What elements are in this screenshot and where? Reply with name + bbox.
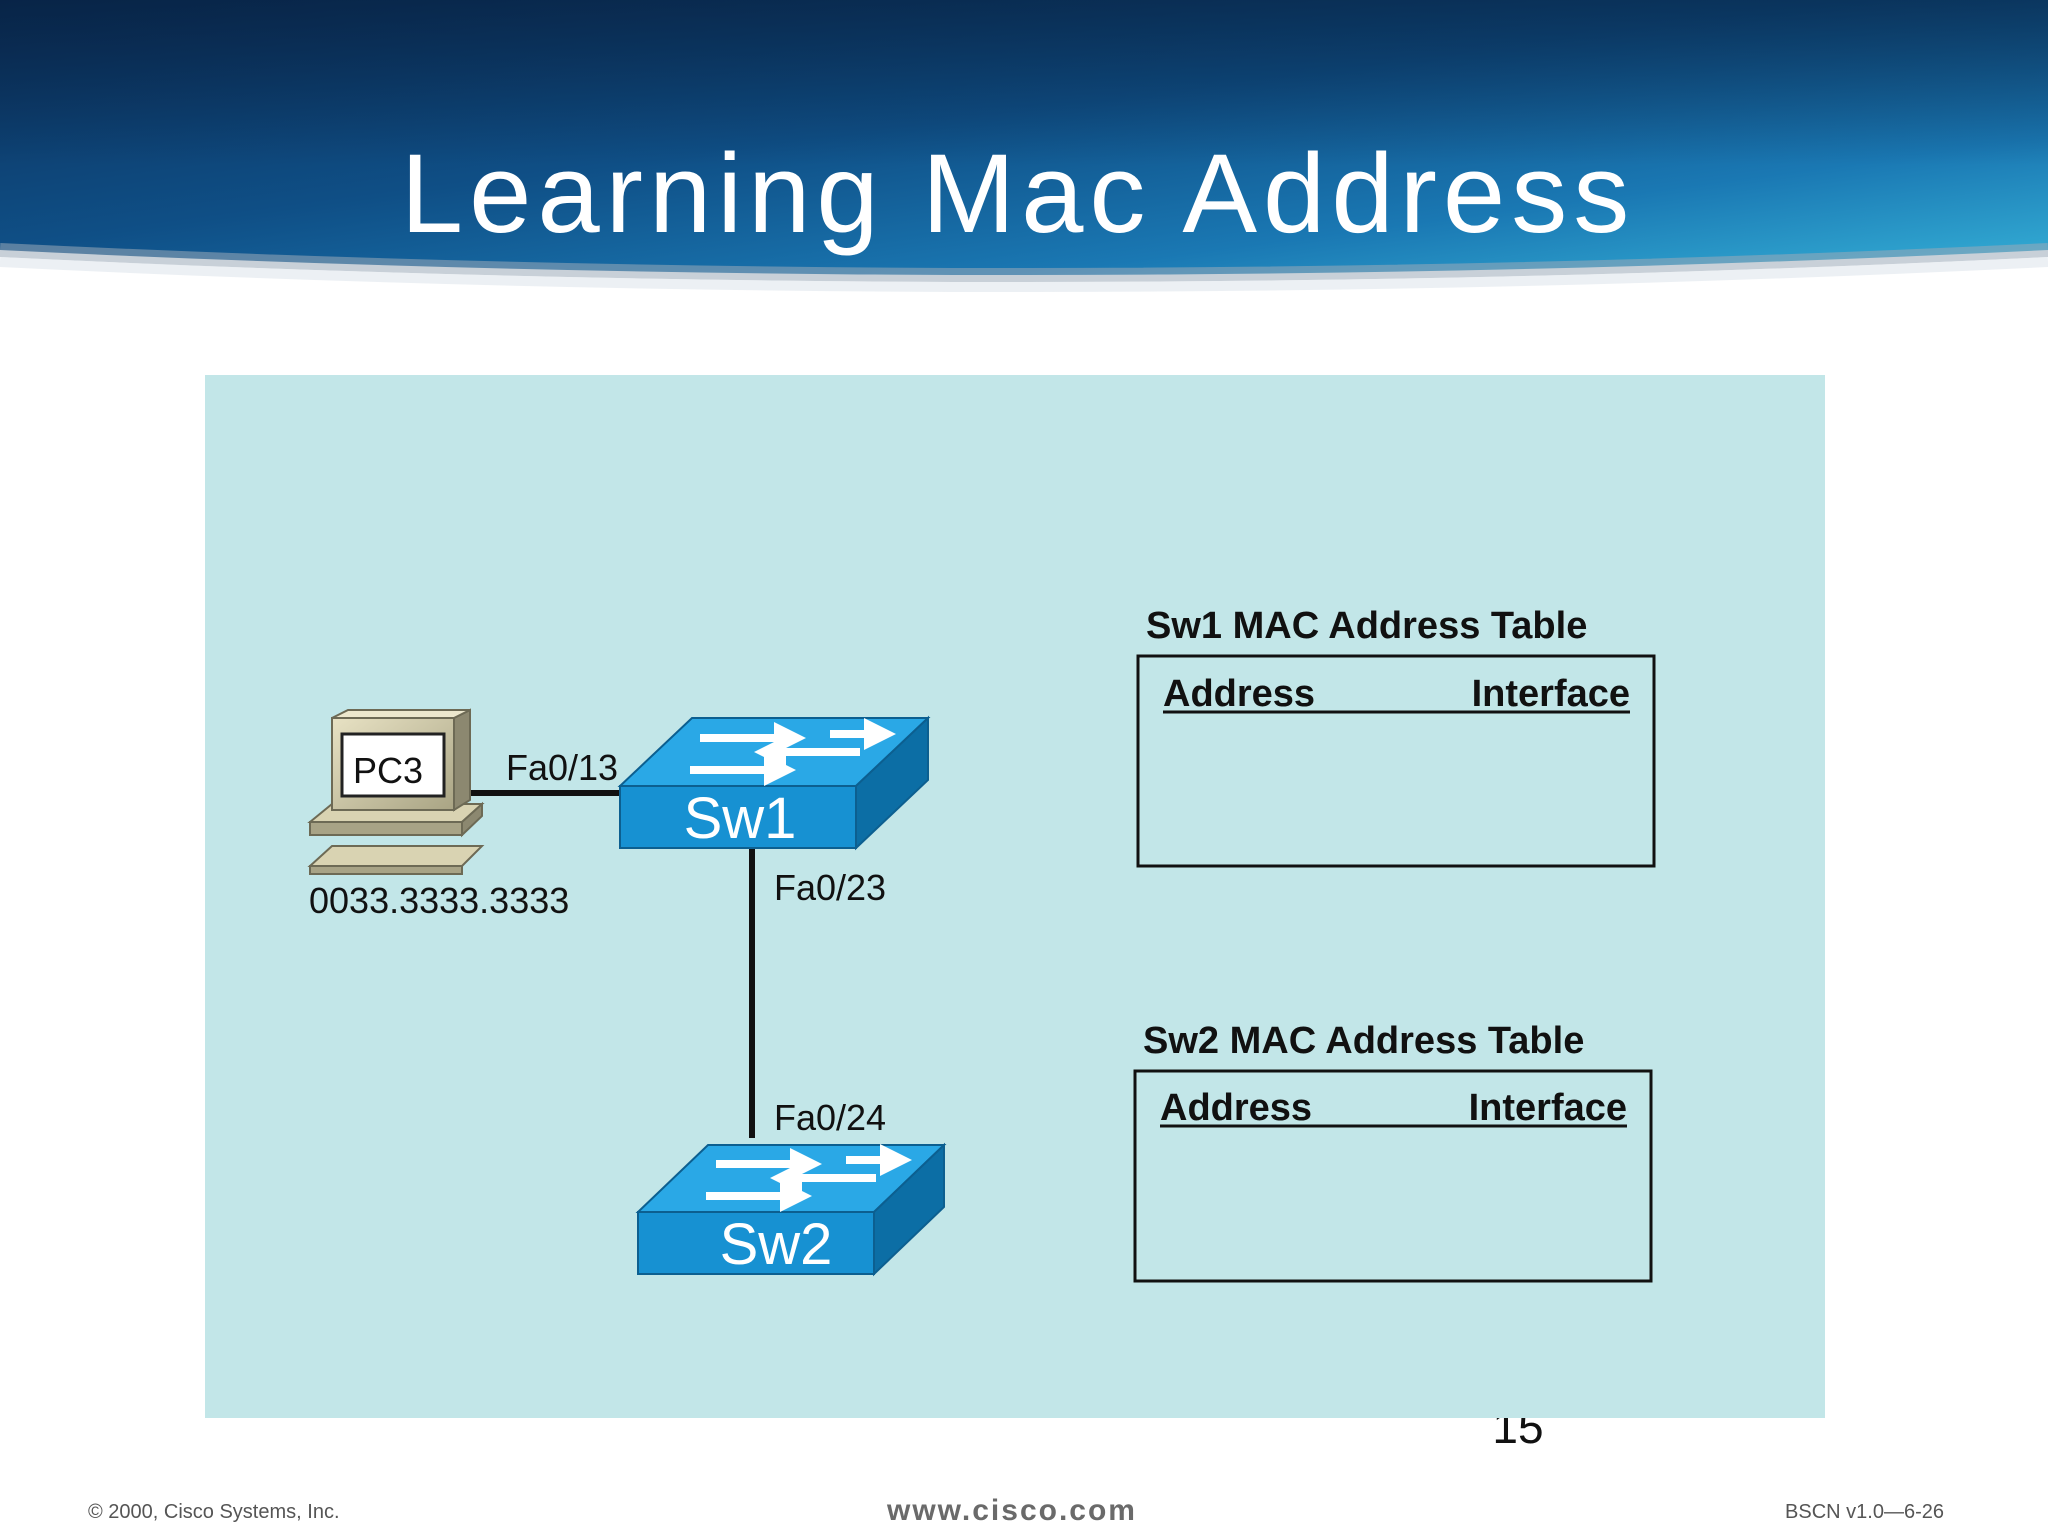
port-label-fa0-23: Fa0/23	[774, 867, 886, 908]
header-banner	[0, 0, 2048, 292]
sw2-switch-icon	[635, 1142, 947, 1277]
sw1-col-address: Address	[1163, 673, 1315, 715]
sw2-col-interface: Interface	[1469, 1087, 1627, 1129]
footer-course-code: BSCN v1.0—6-26	[1785, 1501, 1944, 1523]
footer-website[interactable]: www.cisco.com	[886, 1494, 1137, 1527]
diagram-panel	[205, 375, 1825, 1418]
sw2-mac-table-title: Sw2 MAC Address Table	[1143, 1020, 1584, 1062]
port-label-fa0-24: Fa0/24	[774, 1097, 886, 1138]
sw2-col-address: Address	[1160, 1087, 1312, 1129]
pc3-computer-icon	[307, 708, 485, 875]
pc3-label: PC3	[353, 750, 423, 791]
sw1-col-interface: Interface	[1472, 673, 1630, 715]
sw2-label: Sw2	[720, 1212, 833, 1277]
sw1-mac-table-title: Sw1 MAC Address Table	[1146, 605, 1587, 647]
sw1-label: Sw1	[684, 786, 797, 851]
sw1-switch-icon	[617, 715, 931, 851]
pc3-mac-address: 0033.3333.3333	[309, 880, 569, 921]
sw2-mac-table: Sw2 MAC Address Table Address Interface	[1133, 1020, 1653, 1283]
port-label-fa0-13: Fa0/13	[506, 747, 618, 788]
panel-bottom-strip	[205, 1380, 1825, 1418]
footer-copyright: © 2000, Cisco Systems, Inc.	[88, 1501, 340, 1523]
slide-title: Learning Mac Address	[401, 131, 1635, 256]
sw1-mac-table: Sw1 MAC Address Table Address Interface	[1136, 605, 1656, 868]
